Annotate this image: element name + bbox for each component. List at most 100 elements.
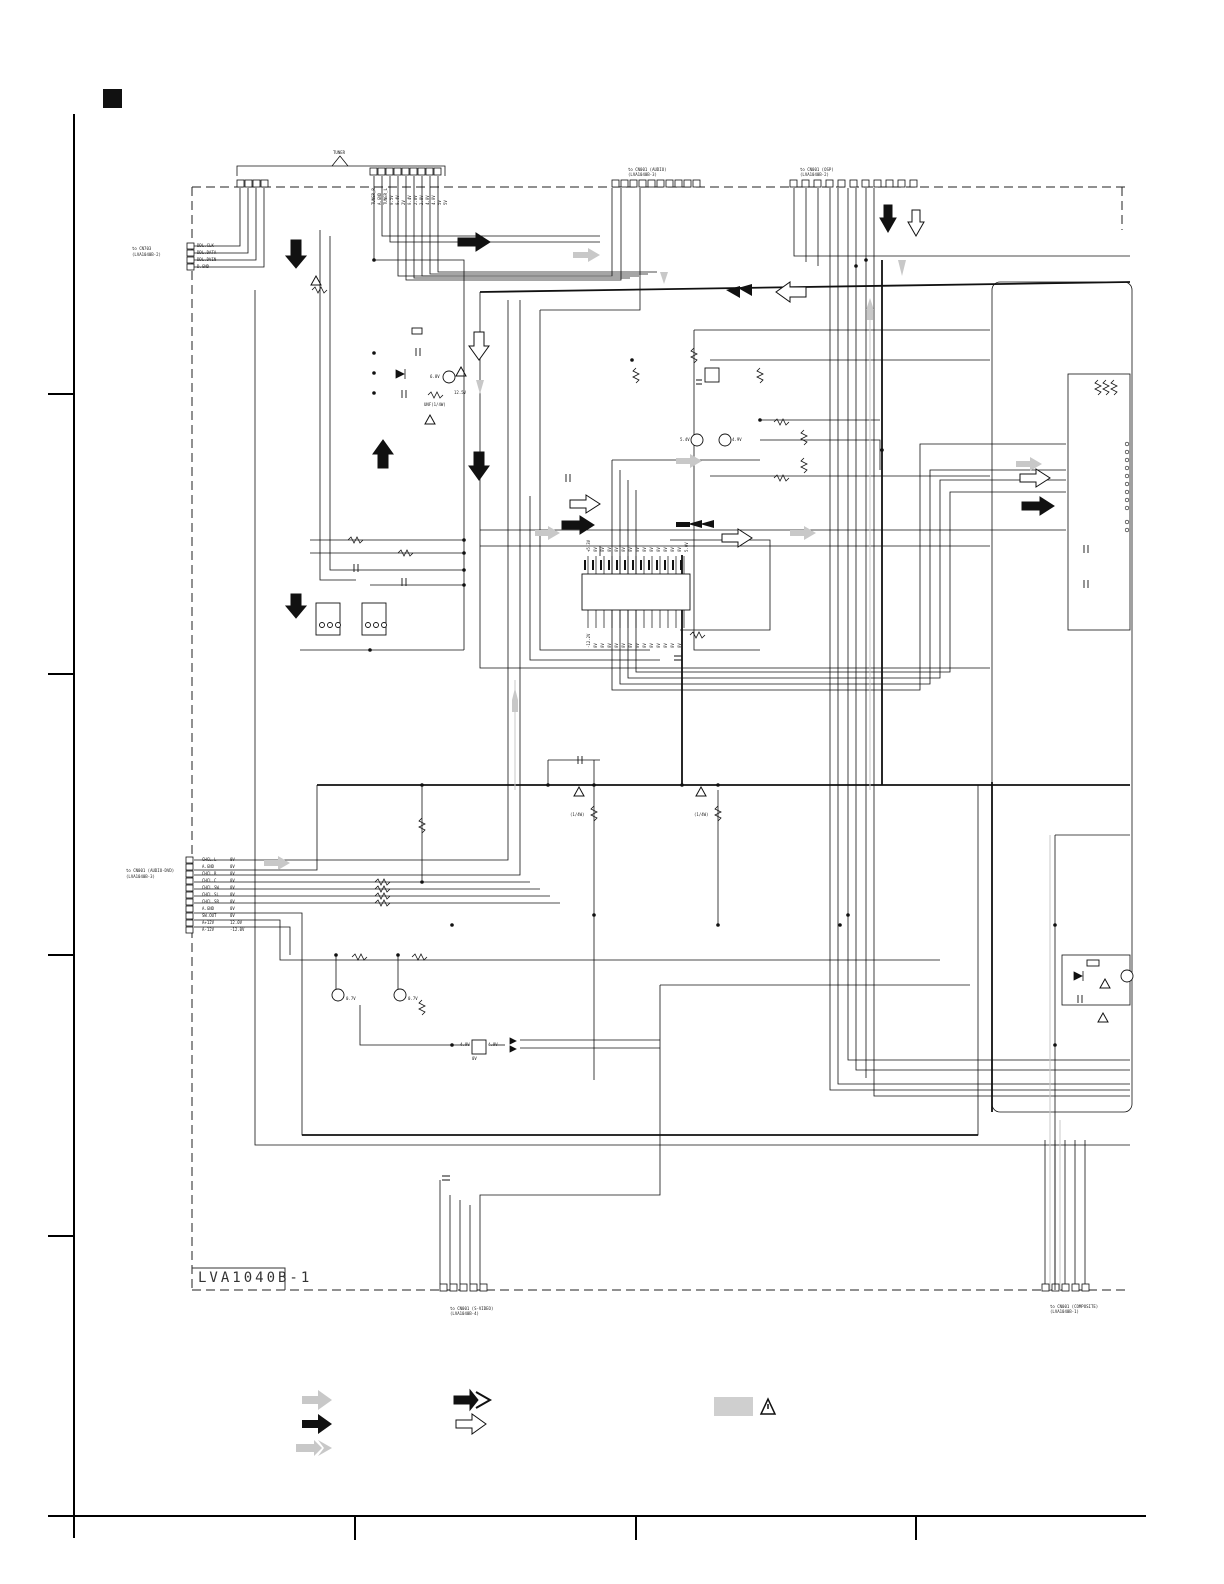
audio-dvd-pin-label: A+12V [202, 920, 215, 925]
power-traces [302, 260, 1131, 1136]
tuner-signal: TUNER_R [371, 188, 376, 205]
audio-dvd-pin-voltage: 0V [230, 906, 235, 911]
legend [296, 1388, 777, 1456]
ddc-pin-label: DDL.DATA [197, 250, 217, 255]
ic-top-pin-voltage: 0V [593, 547, 598, 552]
transistor-voltage: 0.7V [408, 996, 418, 1001]
ic-top-pin-voltage: 0V [635, 547, 640, 552]
ic-top-pin-voltage: 0V [621, 547, 626, 552]
ic-main [581, 573, 691, 611]
ddc-connector-label: to CN703 [132, 246, 152, 251]
audio-dvd-pin-label: CHCL.SL [202, 892, 219, 897]
audio-dvd-pin-label: CHCL.L [202, 857, 217, 862]
audio-dvd-pin-label: A-12V [202, 927, 215, 932]
audio-dvd-pin-label: A.GND [202, 906, 215, 911]
ic-bottom-pin-voltage: 0V [656, 643, 661, 648]
tuner-label: TUNER [333, 150, 346, 155]
tuner-signal: TUNER_L [383, 188, 388, 205]
ic-bottom-pin-voltage: 0V [670, 643, 675, 648]
svideo-connector-label: to CN001 (S-VIDEO) [450, 1306, 494, 1311]
connector-tuner [236, 167, 442, 188]
tuner-signal: A.GND [377, 192, 382, 205]
ic-top-pin-voltage: 0V [663, 547, 668, 552]
junctions [334, 258, 1057, 1047]
resistors [311, 286, 1118, 1016]
ic-bottom-pin-voltage: 0V [621, 643, 626, 648]
ic-top-pin-voltage: +5.3V [586, 539, 591, 552]
regulator-gnd-voltage: 0V [472, 1056, 477, 1061]
connector-audio-dvd [185, 856, 194, 934]
tuner-signal: 0.5V [389, 195, 394, 205]
audio-top-connector-label: to CN001 (AUDIO) [628, 167, 667, 172]
ic-bottom-pin-voltage: 0V [677, 643, 682, 648]
fuse-label: (1/4W) [694, 812, 709, 817]
legend-hollow-arrow [455, 1413, 487, 1435]
connector-audio-top [611, 179, 701, 188]
ddc-pin-label: DDL.CLK [197, 243, 214, 248]
audio-dvd-pin-voltage: 0V [230, 913, 235, 918]
tuner-signal: 0.4V [395, 195, 400, 205]
tuner-signal: 0.4V [407, 195, 412, 205]
connector-ddc [186, 242, 195, 271]
ic-bottom-pin-voltage: 0V [607, 643, 612, 648]
legend-light-gray-arrow [302, 1390, 332, 1410]
transistor-voltage: 4.9V [732, 437, 742, 442]
ddc-connector-sub: (LVA1040B-2) [132, 252, 161, 257]
audio-dvd-pin-voltage: 0V [230, 885, 235, 890]
audio-dvd-pin-label: CHCL.R [202, 871, 217, 876]
ddc-pin-label: DDL.DVIN [197, 257, 217, 262]
tuner-signal: 4.0V [425, 195, 430, 205]
signal-traces [194, 176, 1133, 1290]
connector-svideo [439, 1283, 488, 1292]
audio-dvd-pin-label: CHCL.C [202, 878, 217, 883]
connector-composite [1041, 1283, 1090, 1292]
right-panel-ports [1124, 441, 1130, 533]
ic-top-pin-voltage: 0V [670, 547, 675, 552]
fuse-label: (1/4W) [570, 812, 585, 817]
tuner-signal: 4.0V [431, 195, 436, 205]
audio-dvd-pin-voltage: 0V [230, 899, 235, 904]
audio-dvd-connector-sub: (LVA1040B-3) [126, 874, 155, 879]
composite-connector-sub: (LVA1040B-1) [1050, 1309, 1079, 1314]
ic-bottom-pin-voltage: 0V [642, 643, 647, 648]
ic-pin-text [584, 560, 682, 570]
audio-dvd-pin-voltage: 0V [230, 892, 235, 897]
transistor-voltage: 12.5V [454, 390, 467, 395]
ic-bottom-pin-voltage: 0V [628, 643, 633, 648]
legend-light-gray-double-arrow [296, 1440, 332, 1456]
ic-pin-stubs [587, 556, 685, 628]
black-arrows [284, 204, 1055, 619]
legend-gray-box [714, 1397, 753, 1416]
osp-connector-label: to CN001 (OSP) [800, 167, 834, 172]
hollow-arrows [468, 209, 1051, 548]
audio-dvd-pin-label: SW.OUT [202, 913, 217, 918]
transistors [331, 370, 1134, 1002]
section-marker-square [103, 89, 122, 108]
legend-black-arrow [302, 1414, 332, 1434]
audio-dvd-pin-voltage: -12.0V [230, 927, 245, 932]
relay-left [315, 602, 387, 636]
legend-black-double-arrow [453, 1388, 493, 1412]
diodes [395, 369, 1084, 1053]
tuner-signal: 5V [443, 200, 448, 205]
ic-bottom-pin-voltage: 0V [649, 643, 654, 648]
transistor-voltage: 0.7V [346, 996, 356, 1001]
ic-top-pin-voltage: 5.0V [684, 542, 689, 552]
ic-top-pin-voltage: 0V [649, 547, 654, 552]
legend-warning-triangle-icon [759, 1397, 777, 1415]
ic-top-pin-voltage: 0V [600, 547, 605, 552]
ic-top-pin-voltage: 0V [607, 547, 612, 552]
tuner-signal: 2.8V [419, 195, 424, 205]
ic-bottom-pin-voltage: 0V [614, 643, 619, 648]
ic-top-pin-voltage: 0V [642, 547, 647, 552]
fuse-label: UNF(1/4W) [424, 402, 446, 407]
regulator-in-voltage: 4.9V [460, 1042, 470, 1047]
gray-arrows [264, 248, 1042, 870]
audio-dvd-pin-label: CHCL.SR [202, 899, 219, 904]
board-id-label: LVA1040B-1 [198, 1270, 313, 1286]
black-double-arrows [676, 284, 752, 528]
tuner-signal: 2V [401, 200, 406, 205]
connector-osp [789, 179, 918, 188]
warning-triangle-icons [310, 274, 1111, 1023]
